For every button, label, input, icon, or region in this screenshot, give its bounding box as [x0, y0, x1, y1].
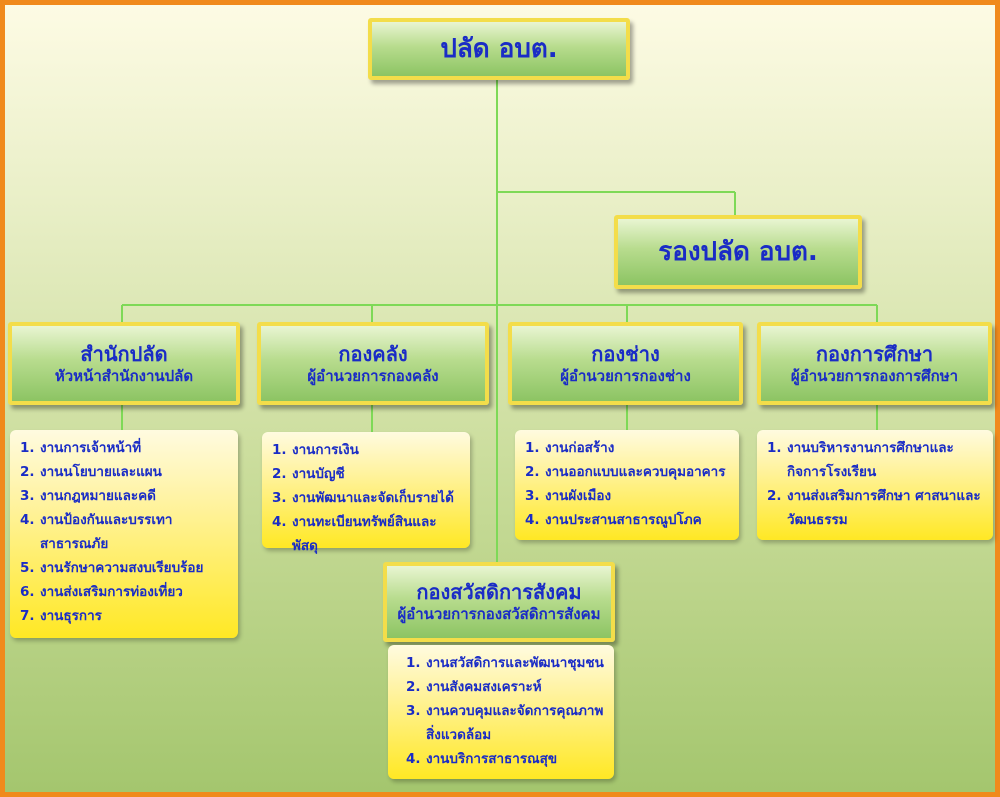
division-head-title: ผู้อำนวยการกองคลัง — [307, 366, 439, 385]
list-item: 4.งานทะเบียนทรัพย์สินและพัสดุ — [272, 514, 437, 554]
list-item: 3.งานควบคุมและจัดการคุณภาพสิ่งแวดล้อม — [406, 703, 604, 743]
list-item: 5.งานรักษาความสงบเรียบร้อย — [20, 560, 204, 576]
list-item: 7.งานธุรการ — [20, 608, 102, 624]
division-head-office: สำนักปลัด หัวหน้าสำนักงานปลัด — [8, 322, 240, 405]
list-item: 4.งานบริการสาธารณสุข — [406, 751, 558, 767]
division-head-finance: กองคลัง ผู้อำนวยการกองคลัง — [257, 322, 489, 405]
list-item: 2.งานสังคมสงเคราะห์ — [406, 679, 542, 695]
division-head-title: ผู้อำนวยการกองการศึกษา — [790, 366, 959, 385]
list-item: 2.งานบัญชี — [272, 466, 345, 482]
list-item: 3.งานกฎหมายและคดี — [20, 488, 156, 504]
list-item: 1.งานบริหารงานการศึกษาและกิจการโรงเรียน — [767, 440, 954, 480]
division-name: กองคลัง — [338, 341, 408, 366]
list-item: 3.งานผังเมือง — [525, 488, 612, 504]
task-list-finance: 1.งานการเงิน 2.งานบัญชี 3.งานพัฒนาและจัด… — [262, 432, 470, 554]
division-head-title: ผู้อำนวยการกองช่าง — [560, 366, 691, 385]
division-head-engineering: กองช่าง ผู้อำนวยการกองช่าง — [508, 322, 743, 405]
top-box: ปลัด อบต. — [368, 18, 630, 80]
list-item: 6.งานส่งเสริมการท่องเที่ยว — [20, 584, 183, 600]
task-list-engineering: 1.งานก่อสร้าง 2.งานออกแบบและควบคุมอาคาร … — [515, 430, 739, 540]
top-title: ปลัด อบต. — [440, 34, 558, 64]
list-item: 4.งานป้องกันและบรรเทาสาธารณภัย — [20, 512, 173, 552]
division-name: กองสวัสดิการสังคม — [416, 580, 582, 604]
list-item: 1.งานการเจ้าหน้าที่ — [20, 440, 142, 456]
list-item: 2.งานส่งเสริมการศึกษา ศาสนาและวัฒนธรรม — [767, 488, 981, 528]
task-list-office: 1.งานการเจ้าหน้าที่ 2.งานนโยบายและแผน 3.… — [10, 430, 238, 638]
list-item: 2.งานนโยบายและแผน — [20, 464, 162, 480]
list-item: 3.งานพัฒนาและจัดเก็บรายได้ — [272, 490, 454, 506]
deputy-box: รองปลัด อบต. — [614, 215, 862, 289]
division-head-title: หัวหน้าสำนักงานปลัด — [54, 366, 194, 385]
list-item: 2.งานออกแบบและควบคุมอาคาร — [525, 464, 726, 480]
division-head-education: กองการศึกษา ผู้อำนวยการกองการศึกษา — [757, 322, 992, 405]
deputy-title: รองปลัด อบต. — [658, 237, 818, 267]
task-list-education: 1.งานบริหารงานการศึกษาและกิจการโรงเรียน … — [757, 430, 993, 540]
task-list-welfare: 1.งานสวัสดิการและพัฒนาชุมชน 2.งานสังคมสง… — [388, 645, 614, 779]
division-name: กองช่าง — [591, 341, 660, 366]
division-name: สำนักปลัด — [80, 341, 168, 366]
division-head-title: ผู้อำนวยการกองสวัสดิการสังคม — [397, 605, 601, 623]
list-item: 1.งานสวัสดิการและพัฒนาชุมชน — [406, 655, 604, 671]
list-item: 1.งานก่อสร้าง — [525, 440, 615, 456]
division-name: กองการศึกษา — [815, 341, 934, 366]
division-head-welfare: กองสวัสดิการสังคม ผู้อำนวยการกองสวัสดิกา… — [383, 562, 615, 642]
list-item: 4.งานประสานสาธารณูปโภค — [525, 512, 702, 528]
list-item: 1.งานการเงิน — [272, 442, 359, 458]
